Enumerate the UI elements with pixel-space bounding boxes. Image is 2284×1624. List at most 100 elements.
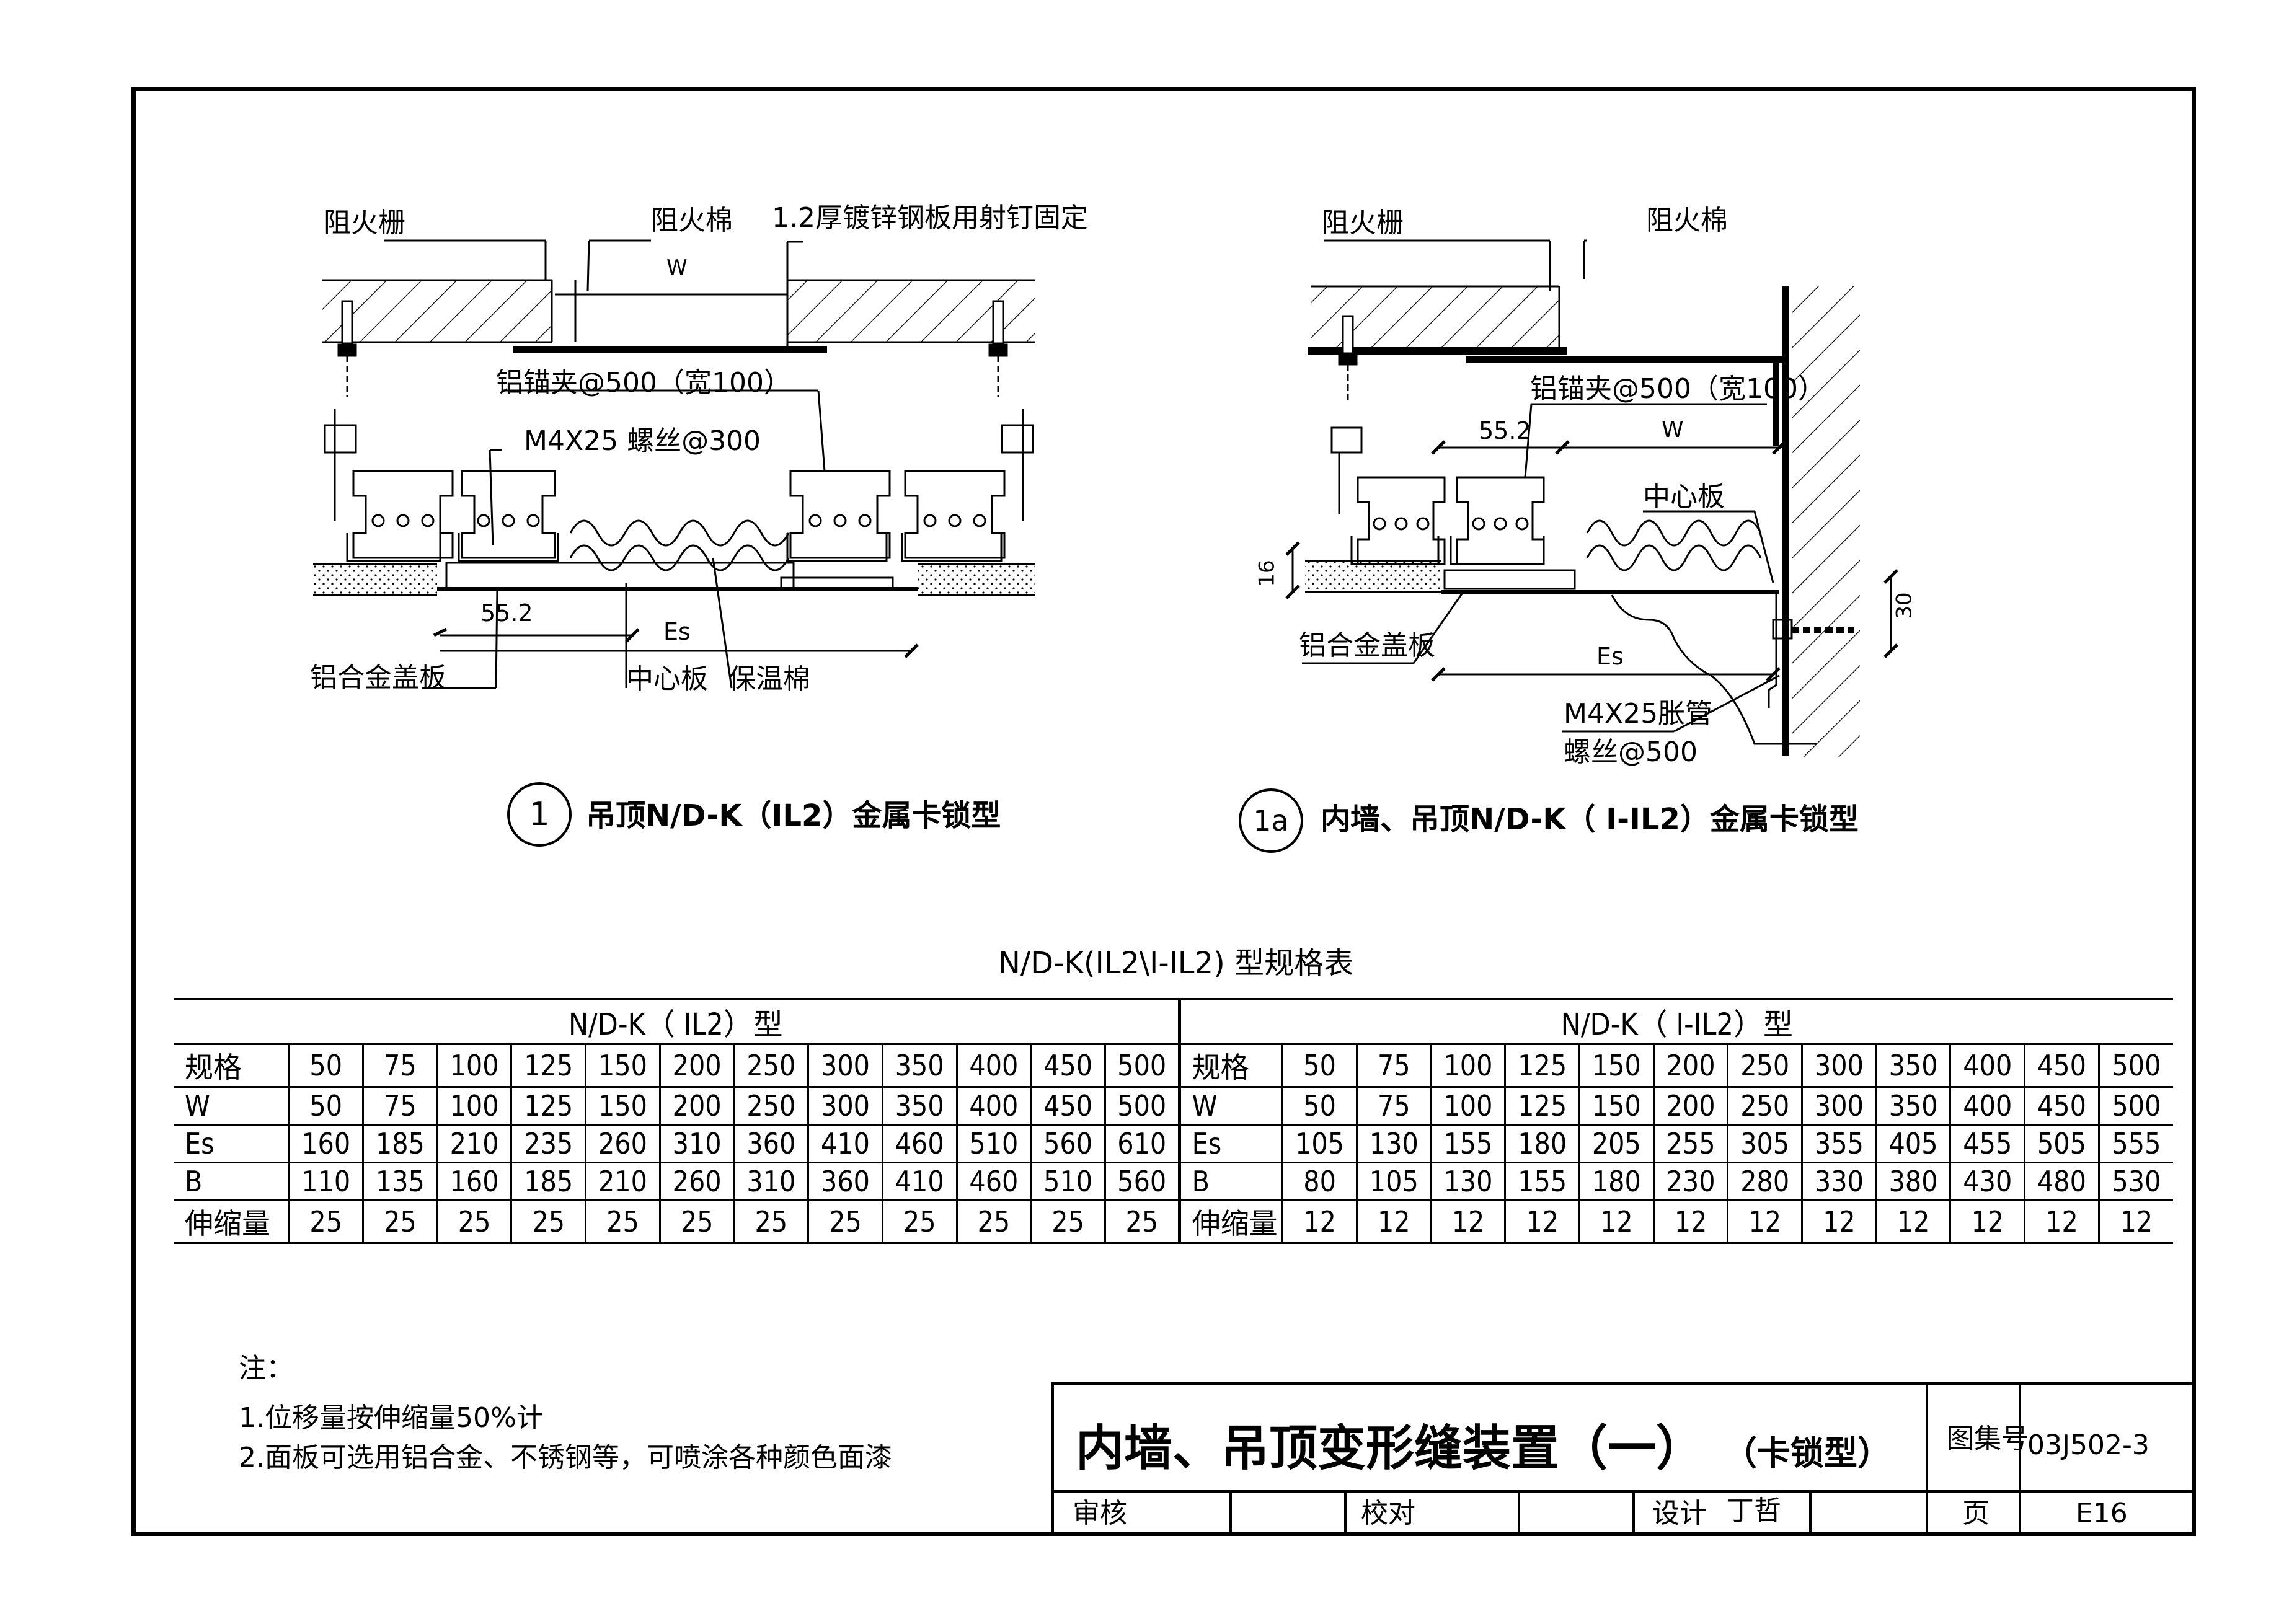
spec-cell: 310 (658, 1124, 735, 1163)
d1-anchor-clip-label: 铝锚夹@500（宽100） (496, 367, 791, 399)
spec-cell: 250 (733, 1043, 810, 1088)
spec-cell: 25 (807, 1199, 883, 1244)
spec-cell: 560 (1104, 1162, 1180, 1201)
spec-cell: 300 (1801, 1043, 1877, 1088)
spec-row-label: Es (1177, 1124, 1284, 1163)
drawing-subtitle: （卡锁型） (1724, 1434, 1891, 1473)
spec-cell: 100 (436, 1086, 513, 1126)
check-label: 校对 (1361, 1498, 1415, 1529)
detail1a-drawing (1285, 239, 1898, 757)
spec-cell: 250 (733, 1086, 810, 1126)
spec-cell: 25 (436, 1199, 513, 1244)
spec-cell: 510 (955, 1124, 1032, 1163)
spec-cell: 350 (1875, 1043, 1952, 1088)
note-item-2: 2.面板可选用铝合金、不锈钢等，可喷涂各种颜色面漆 (239, 1442, 892, 1473)
spec-cell: 75 (362, 1043, 438, 1088)
spec-cell: 105 (1281, 1124, 1358, 1163)
d1-number-circle: 1 (507, 782, 572, 847)
spec-cell: 250 (1727, 1086, 1804, 1126)
spec-cell: 350 (881, 1043, 958, 1088)
atlas-number: 03J502-3 (2027, 1429, 2149, 1461)
d1a-fire-barrier-label: 阻火栅 (1322, 207, 1404, 239)
spec-cell: 400 (955, 1043, 1032, 1088)
spec-cell: 210 (436, 1124, 513, 1163)
review-label: 审核 (1073, 1498, 1127, 1529)
spec-cell: 200 (658, 1043, 735, 1088)
spec-cell: 12 (1949, 1199, 2026, 1244)
d1a-fire-cotton-label: 阻火棉 (1646, 205, 1728, 236)
d1-caption: 吊顶N/D-K（IL2）金属卡锁型 (586, 798, 1001, 833)
spec-cell: 450 (1030, 1043, 1106, 1088)
spec-cell: 130 (1430, 1162, 1507, 1201)
detail1-drawing (313, 239, 1035, 689)
spec-cell: 610 (1104, 1124, 1180, 1163)
d1a-dim-30: 30 (1892, 592, 1917, 619)
spec-row-label: B (174, 1162, 290, 1201)
spec-row-label: W (174, 1086, 290, 1126)
spec-cell: 150 (1578, 1086, 1655, 1126)
spec-cell: 500 (2097, 1086, 2173, 1126)
spec-cell: 12 (1355, 1199, 1432, 1244)
d1a-number-circle: 1a (1239, 788, 1303, 853)
spec-cell: 105 (1355, 1162, 1432, 1201)
d1-fire-barrier-label: 阻火栅 (324, 207, 405, 239)
spec-cell: 12 (1801, 1199, 1877, 1244)
spec-cell: 25 (881, 1199, 958, 1244)
spec-cell: 125 (1504, 1043, 1581, 1088)
spec-row-label: B (1177, 1162, 1284, 1201)
spec-cell: 505 (2024, 1124, 2100, 1163)
spec-cell: 25 (1030, 1199, 1106, 1244)
d1a-w-label: W (1662, 417, 1684, 443)
spec-cell: 12 (2024, 1199, 2100, 1244)
spec-cell: 360 (733, 1124, 810, 1163)
d1a-expansion-screw-label-2: 螺丝@500 (1564, 736, 1698, 768)
d1a-dim-16: 16 (1254, 560, 1280, 587)
d1-steel-plate-label: 1.2厚镀锌钢板用射钉固定 (772, 202, 1088, 234)
spec-cell: 255 (1652, 1124, 1729, 1163)
spec-cell: 150 (585, 1043, 661, 1088)
d1a-number: 1a (1253, 804, 1289, 837)
spec-cell: 75 (362, 1086, 438, 1126)
spec-cell: 12 (1504, 1199, 1581, 1244)
spec-cell: 150 (585, 1086, 661, 1126)
spec-cell: 155 (1430, 1124, 1507, 1163)
spec-cell: 25 (955, 1199, 1032, 1244)
spec-cell: 455 (1949, 1124, 2026, 1163)
d1-w-label: W (666, 255, 688, 280)
d1a-center-plate-label: 中心板 (1643, 481, 1725, 513)
spec-row-label: Es (174, 1124, 290, 1163)
d1-screw-label: M4X25 螺丝@300 (524, 425, 761, 457)
spec-cell: 350 (1875, 1086, 1952, 1126)
spec-cell: 205 (1578, 1124, 1655, 1163)
spec-cell: 405 (1875, 1124, 1952, 1163)
right-type-header: N/D-K（ I-IL2）型 (1177, 998, 2173, 1045)
spec-cell: 530 (2097, 1162, 2173, 1201)
spec-cell: 555 (2097, 1124, 2173, 1163)
spec-row-label: 伸缩量 (174, 1199, 290, 1244)
spec-cell: 350 (881, 1086, 958, 1126)
spec-cell: 480 (2024, 1162, 2100, 1201)
spec-cell: 380 (1875, 1162, 1952, 1201)
d1a-cover-plate-label: 铝合金盖板 (1299, 630, 1435, 661)
d1-cover-plate-label: 铝合金盖板 (310, 662, 446, 694)
spec-cell: 280 (1727, 1162, 1804, 1201)
d1-center-plate-label: 中心板 (626, 663, 708, 695)
page-number: E16 (2076, 1498, 2128, 1529)
designer-name: 丁哲 (1727, 1495, 1781, 1527)
spec-cell: 230 (1652, 1162, 1729, 1201)
spec-cell: 400 (955, 1086, 1032, 1126)
spec-cell: 25 (1104, 1199, 1180, 1244)
spec-cell: 12 (1727, 1199, 1804, 1244)
spec-cell: 500 (2097, 1043, 2173, 1088)
spec-cell: 12 (1875, 1199, 1952, 1244)
spec-cell: 260 (658, 1162, 735, 1201)
spec-header-row: N/D-K（ IL2）型 N/D-K（ I-IL2）型 (174, 998, 2173, 1045)
spec-cell: 135 (362, 1162, 438, 1201)
spec-cell: 500 (1104, 1086, 1180, 1126)
spec-cell: 300 (807, 1086, 883, 1126)
spec-cell: 50 (288, 1086, 365, 1126)
